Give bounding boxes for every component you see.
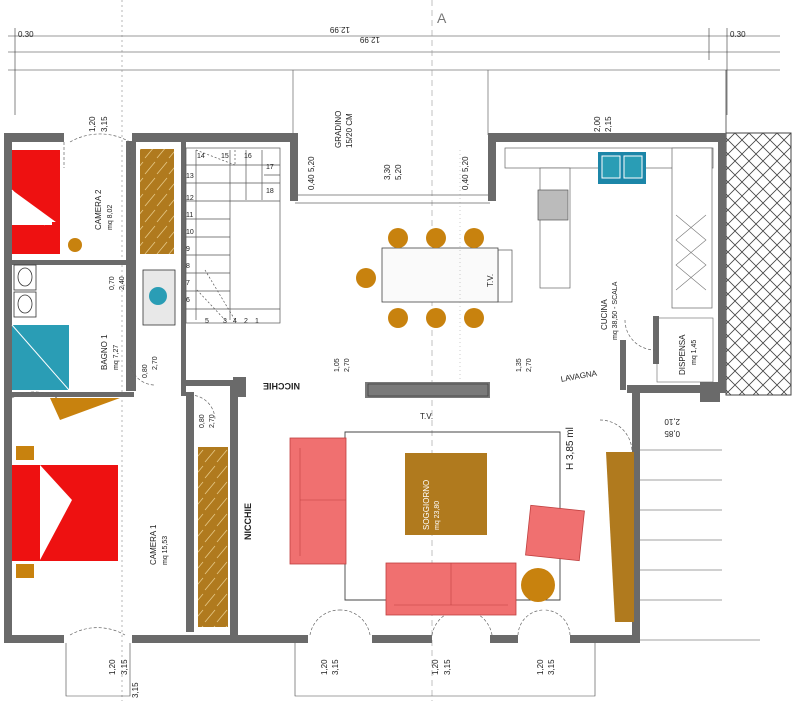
dim-bottom-3-a: 1,20: [431, 659, 440, 675]
stair-num-4: 4: [233, 318, 237, 325]
bed-camera-2: [11, 150, 60, 254]
gradino-area: [292, 70, 490, 204]
dispensa-area: [656, 317, 714, 383]
stair-num-10: 10: [186, 229, 194, 236]
dim-jamb-left-a: 5,20: [307, 156, 316, 172]
room-camera-2: CAMERA 2: [94, 189, 103, 230]
terrace-hatch: [725, 132, 792, 396]
dim-bottom-1-b: 3,15: [120, 659, 129, 675]
wardrobe-camera-1-hatch: [198, 447, 228, 627]
dim-side-door-a: 0,85: [664, 429, 680, 438]
dim-w-top-right-a: 2,00: [593, 116, 602, 132]
dim-corridor-b: 2,70: [209, 414, 216, 428]
stair-num-3: 3: [223, 318, 227, 325]
coffee-table: [405, 453, 487, 535]
stair-num-6: 6: [186, 297, 190, 304]
stair-num-12: 12: [186, 195, 194, 202]
dim-bagno-door-b: 2,70: [152, 356, 159, 370]
bed-camera-1: [12, 446, 118, 578]
sofa-bottom: [385, 562, 517, 616]
side-table: [521, 568, 555, 602]
section-marker: A: [437, 10, 447, 26]
room-cucina-area: mq 38,50 - SCALA: [612, 281, 619, 340]
dim-bottom-1-a: 1,20: [108, 659, 117, 675]
tv-unit: [365, 382, 490, 398]
staircase: [185, 147, 281, 324]
room-camera-2-area: mq 8,02: [107, 204, 114, 230]
sideboard: [606, 452, 634, 622]
stair-num-15: 15: [221, 153, 229, 160]
room-camera-1-area: mq 15,53: [162, 535, 169, 565]
dim-bagno-door-a: 0,80: [142, 364, 149, 378]
room-dispensa: DISPENSA: [678, 334, 687, 375]
room-dispensa-area: mq 1,45: [691, 339, 698, 365]
dim-nicchie-a: 1,05: [334, 358, 341, 372]
sofa-left: [289, 437, 347, 565]
dim-side-door-b: 2,10: [664, 417, 680, 426]
dim-w-top-right-b: 2,15: [604, 116, 613, 132]
room-cucina: CUCINA: [600, 299, 609, 330]
bottom-dimension-lines: [65, 449, 760, 697]
stair-num-2: 2: [244, 318, 248, 325]
stools: [356, 228, 484, 328]
wardrobe-camera-2-hatch: [140, 149, 174, 254]
desk-camera-1: [50, 398, 120, 420]
dim-open-living-b: 2,70: [526, 358, 533, 372]
dim-jamb-right-a: 5,20: [461, 156, 470, 172]
stair-num-14: 14: [197, 153, 205, 160]
dim-bottom-3-b: 3,15: [443, 659, 452, 675]
dim-w-top-left-a: 1,20: [88, 116, 97, 132]
stair-num-9: 9: [186, 246, 190, 253]
dim-cam2-door-a: 0,70: [109, 276, 116, 290]
height-label: H 3,85 ml: [565, 427, 576, 470]
dim-bottom-4-a: 1,20: [536, 659, 545, 675]
nicchie-vertical: NICCHIE: [243, 502, 253, 540]
top-overall-dim: 12.99: [359, 35, 380, 44]
dim-nicchie-b: 2,70: [344, 358, 351, 372]
gradino-label: GRADINO: [334, 110, 343, 148]
dim-bottom-2-a: 1,20: [320, 659, 329, 675]
dim-w-top-left-b: 3,15: [100, 116, 109, 132]
room-bagno-1-area: mq 7,27: [113, 344, 120, 370]
room-camera-1: CAMERA 1: [149, 524, 158, 565]
dim-bottom-4-b: 3,15: [547, 659, 556, 675]
top-margin-right: 0.30: [730, 30, 746, 39]
top-dimension-lines: [8, 0, 780, 701]
top-overall-dim-2: 12.99: [329, 25, 350, 34]
stool-camera-2: [68, 238, 82, 252]
armchair: [525, 504, 585, 562]
dim-jamb-right-b: 0,40: [461, 174, 470, 190]
dim-jamb-left-b: 0,40: [307, 174, 316, 190]
gradino-size-label: 15/20 CM: [345, 113, 354, 148]
dim-opening-a: 3,30: [383, 164, 392, 180]
dim-corridor-a: 0,80: [199, 414, 206, 428]
stair-num-17: 17: [266, 164, 274, 171]
bathroom-fixtures: [11, 264, 176, 391]
stair-num-7: 7: [186, 280, 190, 287]
top-margin-left: 0.30: [18, 30, 34, 39]
room-bagno-1: BAGNO 1: [100, 334, 109, 370]
tv-unit-cells: [367, 383, 489, 397]
stair-num-1: 1: [255, 318, 259, 325]
dim-cam2-door-b: 2,40: [119, 276, 126, 290]
dining-table: [381, 247, 499, 303]
tv-living-label: T.V.: [420, 412, 434, 421]
dim-opening-b: 5,20: [394, 164, 403, 180]
kitchen: [497, 147, 714, 309]
stair-num-5: 5: [205, 318, 209, 325]
stair-num-13: 13: [186, 173, 194, 180]
stair-num-18: 18: [266, 188, 274, 195]
stair-num-11: 11: [186, 212, 194, 219]
stair-num-16: 16: [244, 153, 252, 160]
room-soggiorno-area: mq 23,80: [434, 500, 441, 530]
dim-open-living-a: 1,35: [516, 358, 523, 372]
stair-num-8: 8: [186, 263, 190, 270]
dim-bottom-1-c: 3,15: [131, 682, 140, 698]
dim-bottom-2-b: 3,15: [331, 659, 340, 675]
walls: [4, 133, 726, 643]
nicchie-horizontal: NICCHIE: [262, 381, 300, 391]
room-soggiorno: SOGGIORNO: [422, 479, 431, 530]
tv-kitchen-label: T.V.: [486, 273, 495, 287]
